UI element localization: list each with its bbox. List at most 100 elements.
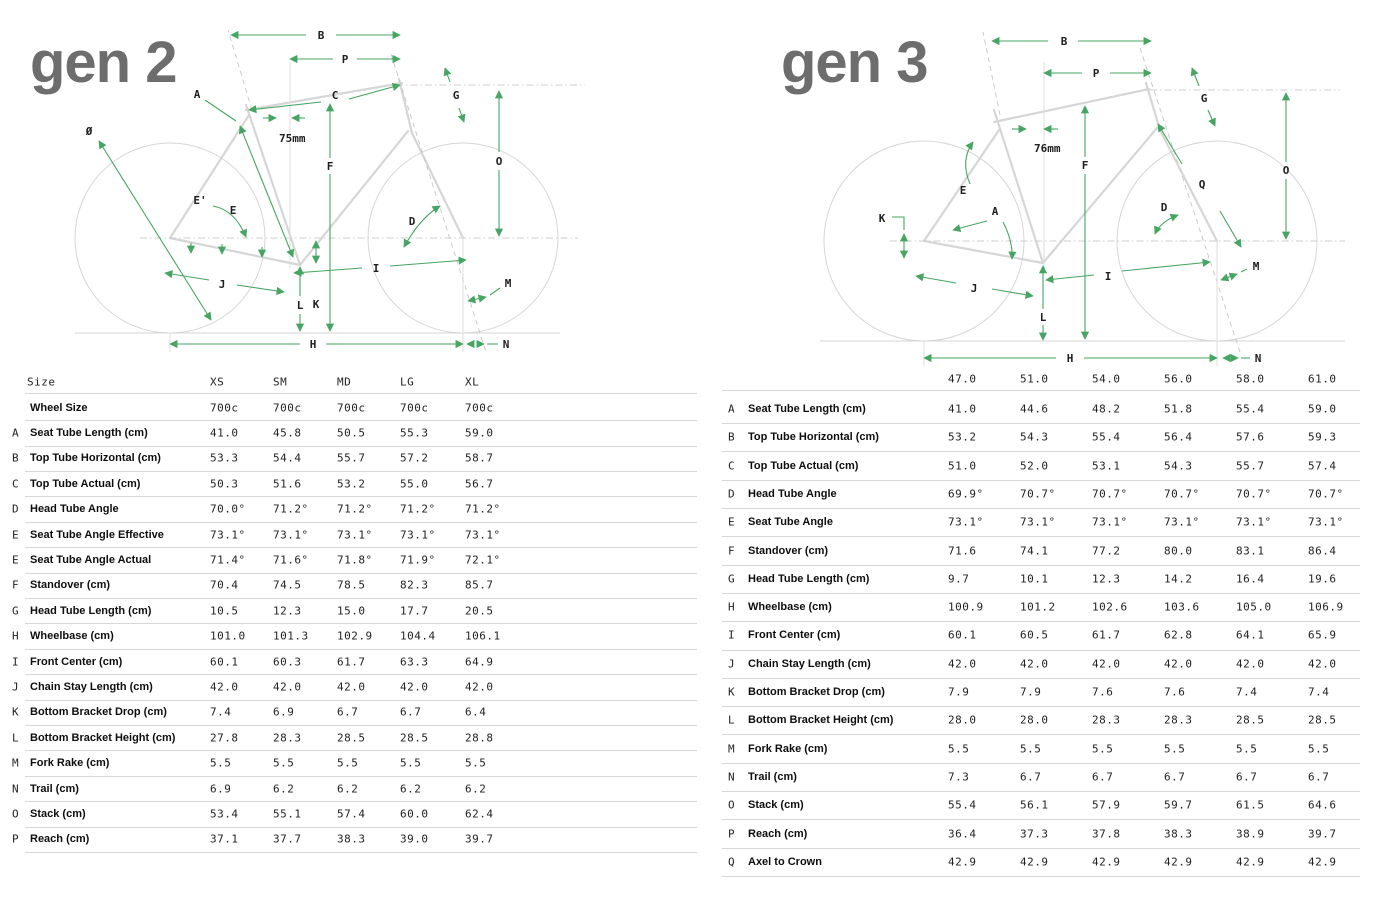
cell-value: 70.7° — [1164, 487, 1200, 501]
row-divider — [722, 819, 1360, 821]
row-divider — [722, 875, 1360, 877]
cell-value: 7.9 — [1020, 685, 1042, 699]
dim-label-c: C — [332, 89, 339, 102]
row-divider — [722, 564, 1360, 566]
row-divider — [25, 674, 697, 676]
cell-value: 64.9 — [465, 655, 494, 668]
row-letter: L — [728, 713, 736, 727]
cell-value: 59.3 — [1308, 430, 1337, 444]
cell-value: 51.0 — [948, 459, 977, 473]
row-letter: O — [12, 807, 20, 821]
cell-value: 85.7 — [465, 578, 494, 592]
cell-value: 7.4 — [210, 705, 232, 719]
cell-value: 55.4 — [948, 798, 977, 812]
dim-label-d: D — [1161, 201, 1168, 214]
cell-value: 6.2 — [337, 782, 359, 795]
dim-label-f: F — [327, 160, 334, 173]
cell-value: 57.9 — [1092, 798, 1121, 812]
dim-label-n: N — [503, 338, 510, 351]
cell-value: 39.7 — [465, 832, 494, 846]
cell-value: 5.5 — [337, 756, 359, 770]
cell-value: 20.5 — [465, 604, 494, 618]
cell-value: 73.1° — [1164, 515, 1200, 529]
cell-value: 69.9° — [948, 487, 984, 501]
cell-value: 7.3 — [948, 770, 970, 784]
row-divider — [25, 572, 697, 574]
row-divider — [25, 471, 697, 472]
row-divider — [25, 852, 697, 853]
row-letter: K — [728, 685, 736, 699]
cell-value: 61.7 — [1092, 628, 1121, 642]
cell-value: 45.8 — [273, 426, 302, 440]
row-divider — [25, 725, 697, 726]
cell-value: 51.8 — [1164, 402, 1193, 416]
row-divider — [722, 649, 1360, 651]
gen3-dimension-arrows — [892, 36, 1291, 363]
cell-value: 6.9 — [210, 782, 232, 795]
cell-value: 104.4 — [400, 629, 436, 643]
row-label: Top Tube Actual (cm) — [30, 477, 141, 490]
cell-value: 64.6 — [1308, 798, 1337, 812]
cell-value: 42.0 — [1164, 657, 1193, 671]
dim-label-a: A — [992, 205, 999, 218]
cell-value: 57.4 — [337, 807, 366, 821]
dim-label-p: P — [342, 53, 349, 66]
cell-value: 53.2 — [948, 430, 977, 444]
row-label: Head Tube Length (cm) — [30, 604, 152, 617]
row-letter: J — [728, 657, 736, 671]
dim-label-o: O — [1283, 164, 1290, 177]
row-label: Top Tube Horizontal (cm) — [30, 452, 161, 465]
cell-value: 102.9 — [337, 629, 373, 643]
cell-value: 56.1 — [1020, 798, 1049, 812]
cell-value: 71.4° — [210, 553, 246, 567]
dim-label-n: N — [1255, 352, 1262, 365]
row-letter: C — [12, 477, 20, 491]
cell-value: 102.6 — [1092, 600, 1128, 614]
row-divider — [25, 445, 697, 447]
cell-value: 62.8 — [1164, 628, 1193, 642]
cell-value: 42.0 — [465, 680, 494, 694]
cell-value: 52.0 — [1020, 459, 1049, 473]
cell-value: 42.0 — [1092, 657, 1121, 671]
row-label: Seat Tube Length (cm) — [30, 426, 148, 439]
cell-value: 53.3 — [210, 451, 239, 465]
cell-value: 28.0 — [1020, 713, 1049, 727]
cell-value: 28.5 — [337, 731, 366, 745]
cell-value: 71.9° — [400, 553, 436, 567]
cell-value: 37.8 — [1092, 827, 1121, 840]
seat-tube-axis — [982, 31, 1001, 116]
cell-value: 73.1° — [1092, 515, 1128, 529]
cell-value: 54.4 — [273, 451, 302, 465]
cell-value: 37.1 — [210, 832, 239, 846]
cell-value: 28.3 — [1092, 713, 1121, 727]
cell-value: 14.2 — [1164, 572, 1193, 586]
cell-value: 73.1° — [1308, 515, 1344, 529]
cell-value: 6.9 — [273, 705, 295, 719]
row-divider — [25, 521, 697, 523]
cell-value: 16.4 — [1236, 572, 1265, 586]
dim-label-k: K — [879, 212, 886, 225]
cell-value: 700c — [465, 401, 494, 414]
row-letter: D — [12, 502, 20, 516]
gen2-title: gen 2 — [30, 30, 177, 95]
gen2-dimension-labels: B P C A Ø 75mm F G O E' E D I J K L M H … — [85, 29, 512, 351]
row-letter: H — [728, 600, 736, 614]
cell-value: 78.5 — [337, 578, 366, 592]
row-divider — [722, 508, 1360, 510]
cell-value: 73.1° — [465, 528, 501, 541]
cell-value: 70.0° — [210, 502, 246, 516]
cell-value: 5.5 — [1020, 742, 1042, 756]
cell-value: 80.0 — [1164, 544, 1193, 557]
row-divider — [722, 734, 1360, 736]
gen2-dimension-arrows — [98, 30, 504, 349]
row-letter: F — [12, 578, 20, 592]
cell-value: 70.7° — [1236, 487, 1272, 501]
dim-label-m: M — [1253, 260, 1260, 273]
cell-value: 59.0 — [465, 426, 494, 440]
row-label: Standover (cm) — [748, 544, 829, 557]
cell-value: 61.5 — [1236, 798, 1265, 812]
cell-value: 103.6 — [1164, 600, 1200, 614]
dim-label-j: J — [971, 282, 978, 295]
cell-value: 6.4 — [465, 705, 487, 719]
